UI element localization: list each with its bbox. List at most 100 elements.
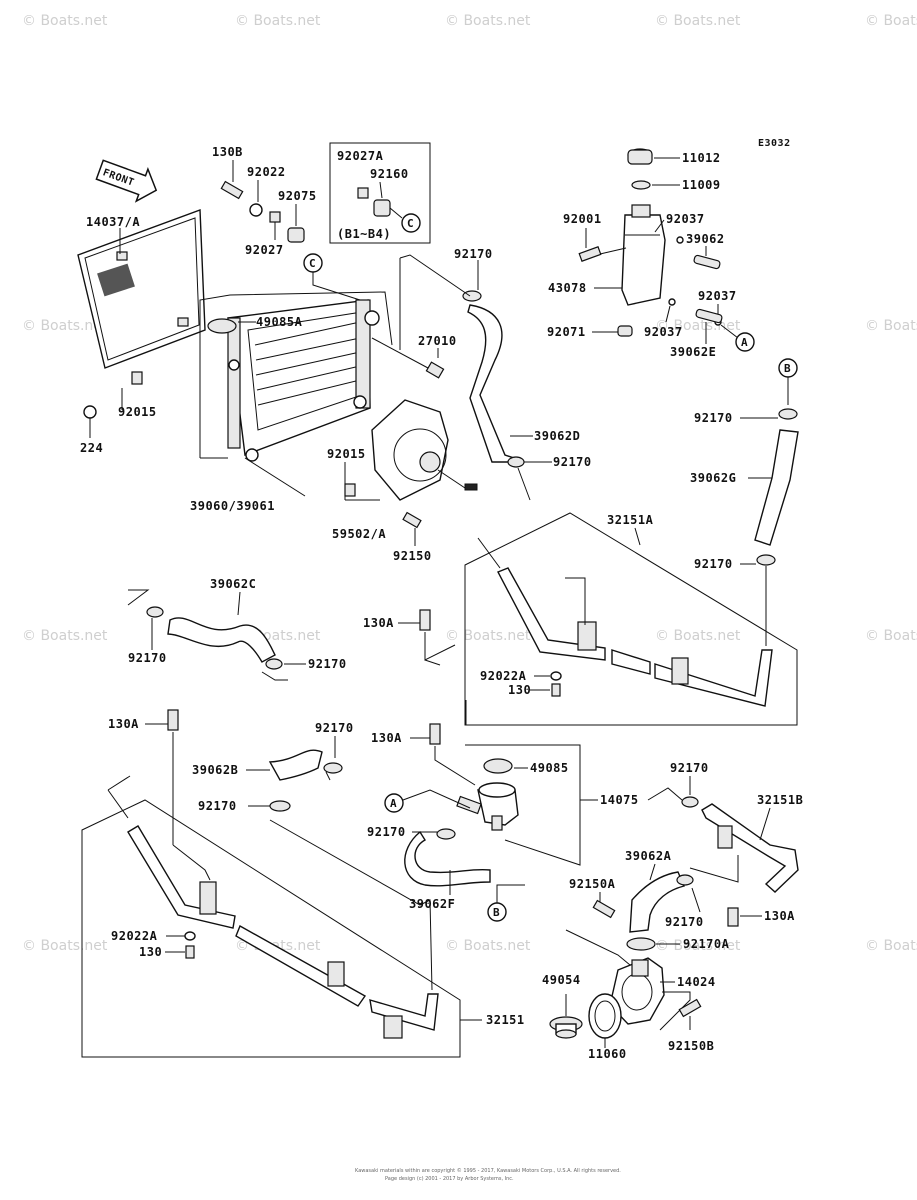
clip-icon: [131, 371, 143, 385]
part-label-39062: 39062: [686, 232, 725, 246]
watermark: © Boats.net: [445, 938, 531, 954]
pipe-32151a-box: [464, 512, 798, 726]
bolt-icon: [592, 899, 616, 919]
bolt-icon: [220, 180, 244, 200]
part-label-92150b: 92150B: [668, 1039, 714, 1053]
connector-a: [384, 793, 404, 813]
watermark: © Boats.net: [22, 318, 108, 334]
thermostat-49054: [549, 1016, 583, 1039]
grommet-icon: [617, 325, 633, 337]
part-label-92170-b: 92170: [553, 455, 592, 469]
radiator-cap-icon: [207, 318, 237, 334]
part-label-92022a-2: 92022A: [111, 929, 158, 943]
part-label-32151a: 32151A: [607, 513, 654, 527]
clip-icon: [676, 236, 684, 244]
gasket-icon: [631, 180, 651, 190]
part-label-49085: 49085: [530, 761, 569, 775]
part-label-92075: 92075: [278, 189, 317, 203]
part-label-92170-h: 92170: [198, 799, 237, 813]
connector-label-c: C: [309, 257, 316, 270]
pipe-32151: [127, 825, 439, 1039]
clamp-icon: [265, 658, 283, 670]
watermark-layer: © Boats.net © Boats.net © Boats.net © Bo…: [22, 13, 917, 954]
clamp-icon: [681, 796, 699, 808]
clamp-icon: [436, 828, 456, 840]
part-label-92027a: 92027A: [337, 149, 384, 163]
part-label-92170-c: 92170: [694, 411, 733, 425]
part-label-11060: 11060: [588, 1047, 627, 1061]
watermark: © Boats.net: [865, 938, 917, 954]
part-label-92170-f: 92170: [308, 657, 347, 671]
part-label-39062a: 39062A: [625, 849, 672, 863]
part-label-130-2: 130: [139, 945, 162, 959]
bolt-icon: [419, 609, 431, 631]
part-label-39062f: 39062F: [409, 897, 455, 911]
hose-39062c: [167, 617, 276, 663]
part-label-32151: 32151: [486, 1013, 525, 1027]
part-label-130a-2: 130A: [108, 717, 139, 731]
part-label-92015: 92015: [118, 405, 157, 419]
part-label-14037a: 14037/A: [86, 215, 140, 229]
part-label-92027: 92027: [245, 243, 284, 257]
radiator-screen: [77, 209, 206, 369]
watermark: © Boats.net: [655, 628, 741, 644]
part-label-92160: 92160: [370, 167, 409, 181]
part-label-11009: 11009: [682, 178, 721, 192]
clamp-icon: [146, 606, 164, 618]
part-label-92170-d: 92170: [694, 557, 733, 571]
part-label-92170-j: 92170: [670, 761, 709, 775]
water-pipe-14075: [456, 782, 519, 831]
collar-icon: [357, 187, 369, 199]
hose-39062f: [404, 830, 491, 887]
bolt-icon: [678, 998, 702, 1018]
part-label-11012: 11012: [682, 151, 721, 165]
part-label-39060-39061: 39060/39061: [190, 499, 275, 513]
clip-icon: [668, 298, 676, 306]
connector-label-b: B: [784, 362, 791, 375]
part-label-14075: 14075: [600, 793, 639, 807]
part-label-130: 130: [508, 683, 531, 697]
part-label-39062c: 39062C: [210, 577, 256, 591]
copyright-line-1: Kawasaki materials within are copyright …: [355, 1167, 621, 1174]
part-label-59502a: 59502/A: [332, 527, 386, 541]
hose-39062d: [467, 304, 521, 463]
clamp-icon: [676, 874, 694, 886]
clamp-icon: [778, 408, 798, 420]
washer-icon: [249, 203, 263, 217]
connector-label-c: C: [407, 217, 414, 230]
part-label-39062d: 39062D: [534, 429, 580, 443]
connector-label-a: A: [741, 336, 748, 349]
copyright-line-2: Page design (c) 2001 - 2017 by Arbor Sys…: [385, 1176, 514, 1182]
connector-c: [401, 213, 421, 233]
radiator: [227, 299, 380, 462]
diagram-code: E3032: [758, 138, 791, 149]
watermark: © Boats.net: [655, 938, 741, 954]
part-label-92037: 92037: [666, 212, 705, 226]
part-label-27010: 27010: [418, 334, 457, 348]
pipe-32151b: [701, 803, 799, 893]
hose-icon: [693, 254, 721, 270]
part-label-92170: 92170: [454, 247, 493, 261]
part-label-14024: 14024: [677, 975, 716, 989]
part-label-92001: 92001: [563, 212, 602, 226]
part-label-92170-k: 92170: [665, 915, 704, 929]
pipe-32151-box: [81, 799, 461, 1058]
bolt-icon: [429, 723, 441, 745]
bolt-icon: [727, 907, 739, 927]
grommet-icon: [287, 227, 305, 243]
part-label-32151b: 32151B: [757, 793, 803, 807]
bolt-icon: [402, 511, 422, 529]
part-label-92037-b: 92037: [698, 289, 737, 303]
collar-icon: [269, 211, 281, 223]
part-label-92170-g: 92170: [315, 721, 354, 735]
watermark: © Boats.net: [235, 13, 321, 29]
grommet-icon: [373, 199, 391, 217]
inset-note: (B1~B4): [337, 227, 391, 241]
bolt-icon: [167, 709, 179, 731]
part-label-92015-fan: 92015: [327, 447, 366, 461]
pipe-32151a: [497, 567, 773, 707]
front-arrow-icon: FRONT: [95, 159, 158, 203]
part-label-92150: 92150: [393, 549, 432, 563]
